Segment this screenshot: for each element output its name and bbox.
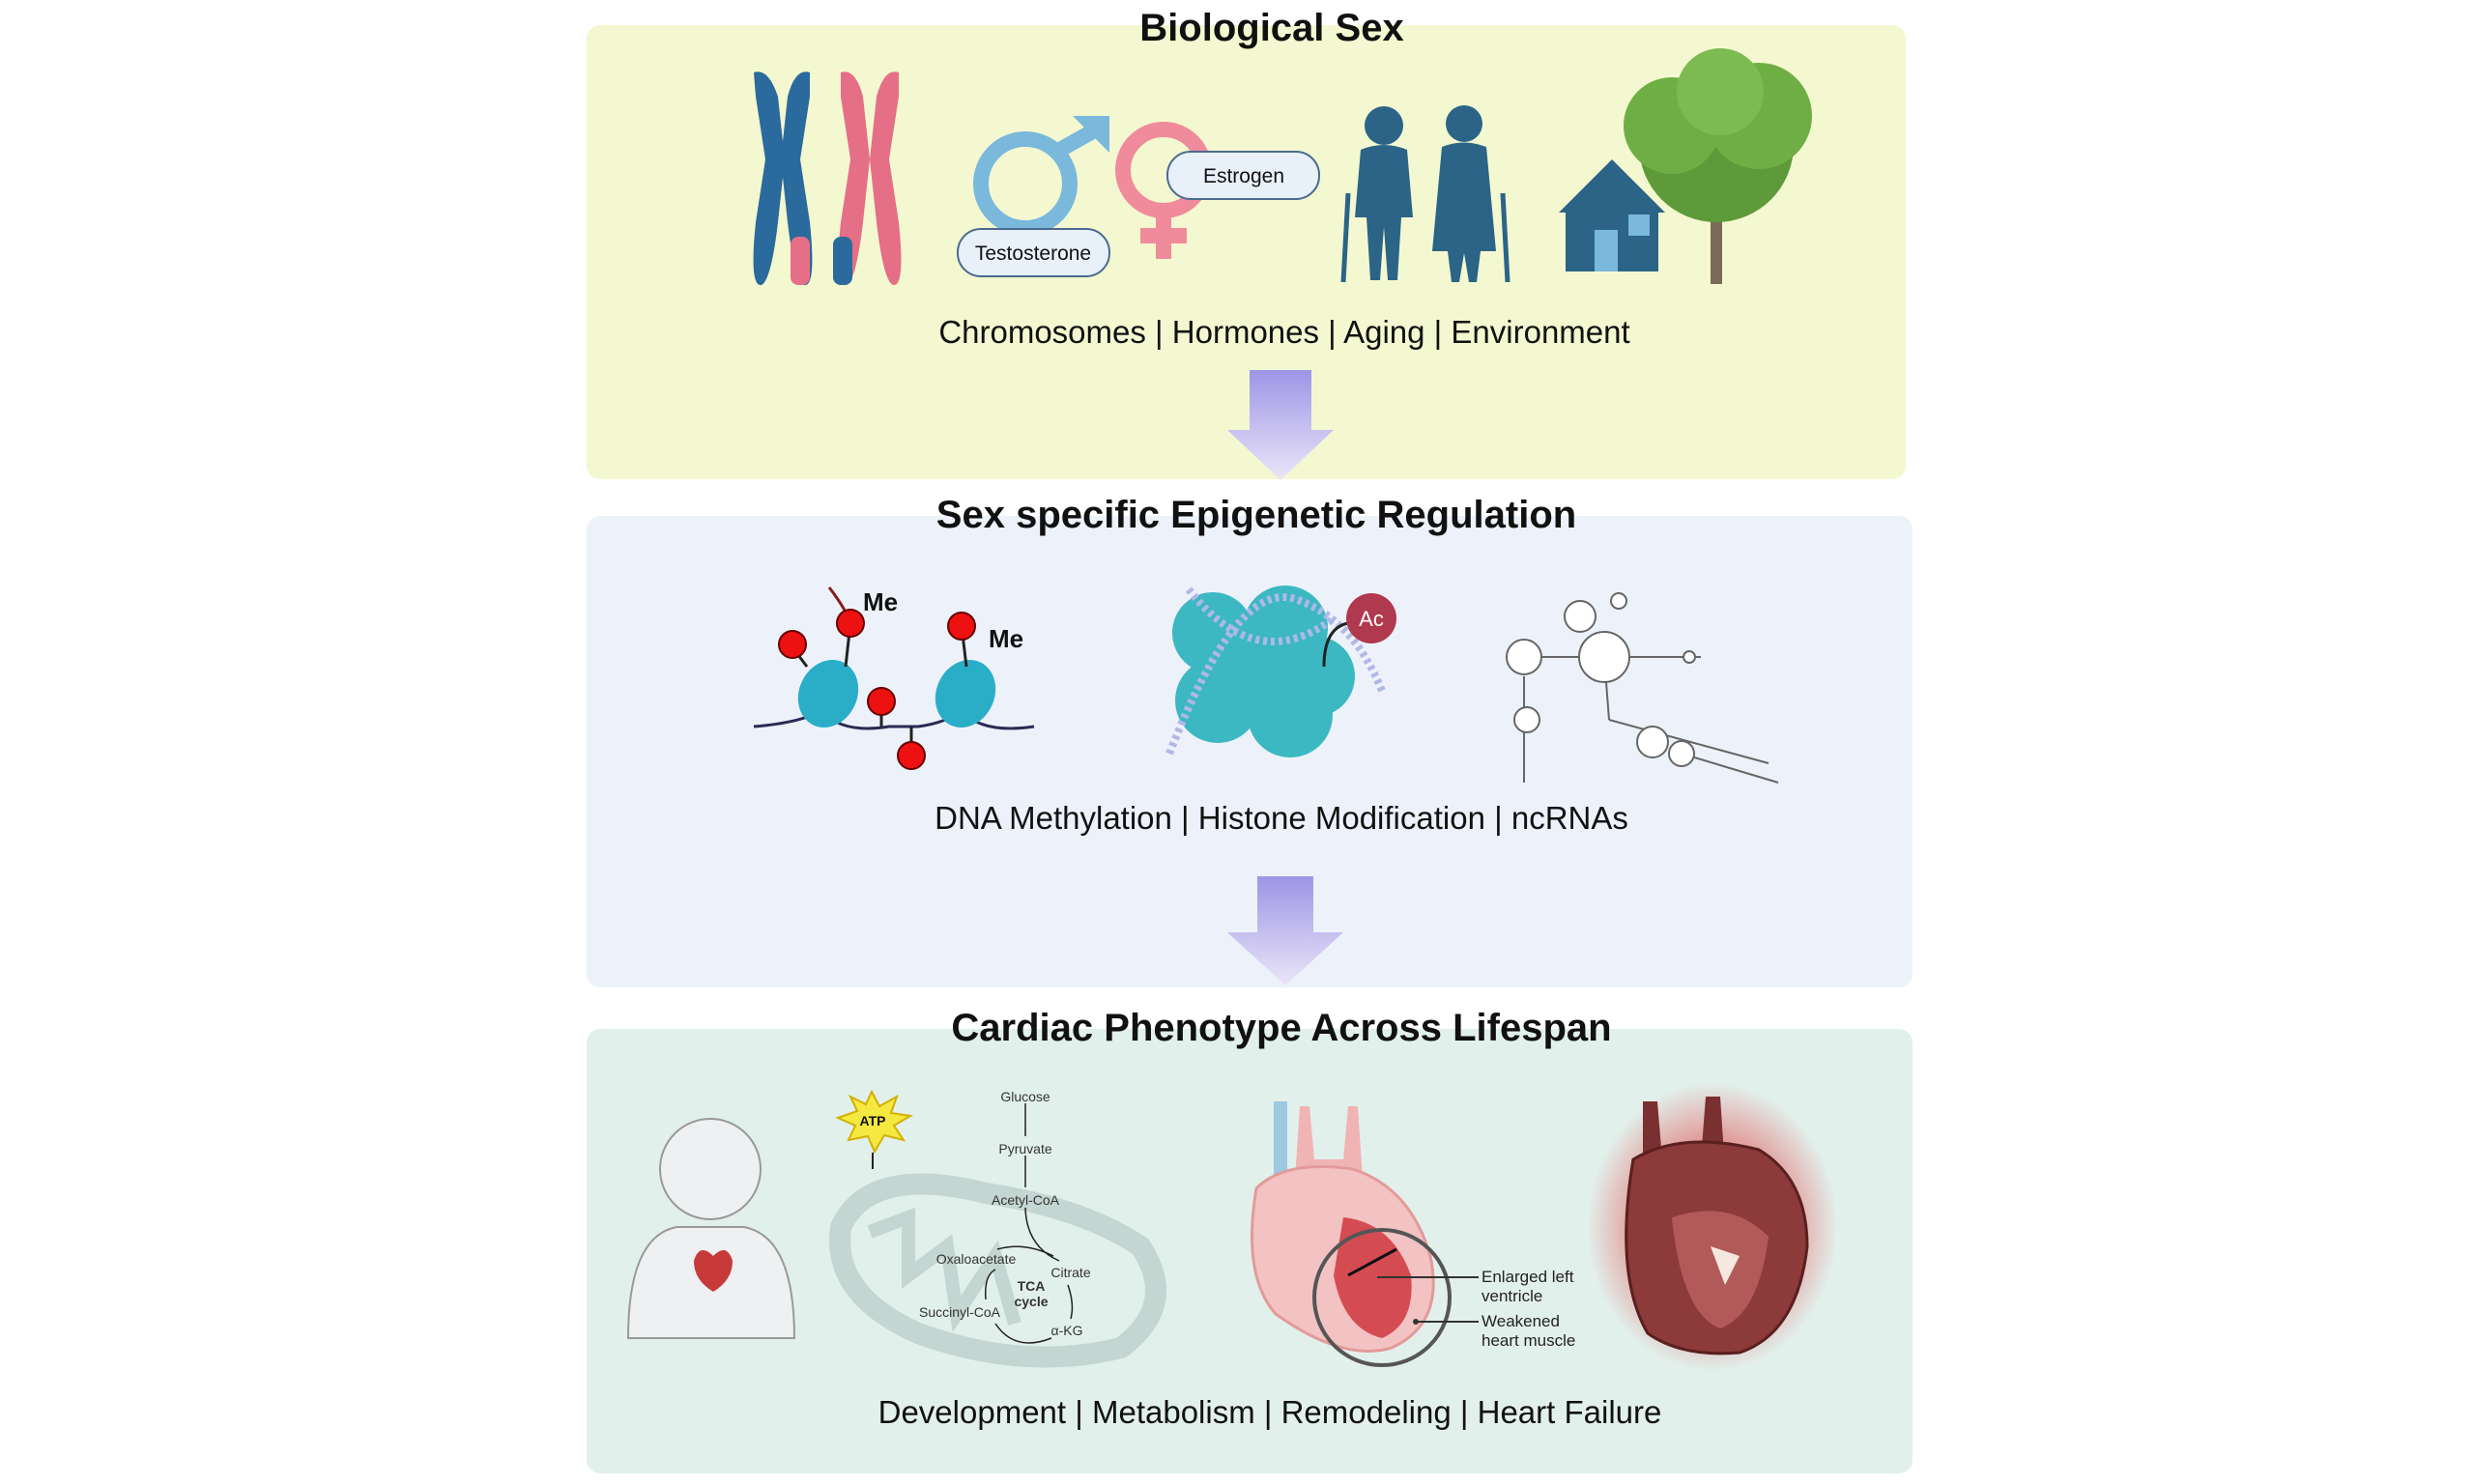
panel-cardiac-phenotype: Cardiac Phenotype Across Lifespan ATP Gl… (587, 1007, 1913, 1473)
panel-background (587, 25, 1906, 479)
svg-text:Enlarged left: Enlarged left (1482, 1268, 1574, 1286)
down-arrow-icon (1227, 876, 1343, 985)
histone-modification-icon: Ac (1165, 585, 1396, 757)
svg-text:ATP: ATP (860, 1113, 886, 1128)
estrogen-pill: Estrogen (1166, 151, 1320, 200)
panel-title: Cardiac Phenotype Across Lifespan (951, 1007, 1611, 1049)
down-arrow-icon (1227, 370, 1334, 480)
svg-text:Me: Me (989, 624, 1023, 653)
panel-epigenetic-regulation: Sex specific Epigenetic Regulation Me Me (587, 494, 1913, 987)
panel-caption: Chromosomes | Hormones | Aging | Environ… (938, 314, 1629, 350)
svg-text:Weakened: Weakened (1482, 1312, 1560, 1330)
panel-title: Biological Sex (1139, 7, 1403, 49)
svg-text:Glucose: Glucose (1000, 1089, 1050, 1104)
panel-caption: Development | Metabolism | Remodeling | … (878, 1394, 1662, 1430)
baby-icon (626, 1118, 796, 1339)
svg-text:ventricle: ventricle (1482, 1287, 1542, 1305)
house-icon (1559, 159, 1665, 271)
svg-text:cycle: cycle (1014, 1294, 1048, 1309)
svg-text:Ac: Ac (1359, 607, 1384, 631)
mitochondria-icon (829, 1173, 1166, 1368)
failing-heart-icon (1587, 1082, 1838, 1372)
svg-text:Succinyl-CoA: Succinyl-CoA (919, 1304, 1001, 1320)
svg-text:Testosterone: Testosterone (975, 243, 1091, 265)
svg-text:Me: Me (863, 587, 898, 616)
atp-burst-icon: ATP (835, 1089, 913, 1169)
remodeled-heart-icon (1251, 1101, 1479, 1367)
tree-icon (1624, 48, 1812, 284)
testosterone-pill: Testosterone (957, 228, 1110, 277)
svg-text:Estrogen: Estrogen (1203, 165, 1284, 187)
panel-background (587, 516, 1913, 987)
panel-title: Sex specific Epigenetic Regulation (936, 494, 1576, 536)
chromosome-icon (753, 71, 902, 286)
svg-text:Oxaloacetate: Oxaloacetate (936, 1251, 1017, 1267)
svg-text:Acetyl-CoA: Acetyl-CoA (992, 1192, 1060, 1208)
panel-caption: DNA Methylation | Histone Modification |… (935, 800, 1628, 836)
svg-text:α-KG: α-KG (1051, 1323, 1083, 1338)
svg-text:Pyruvate: Pyruvate (998, 1141, 1051, 1156)
ncrna-icon (1506, 592, 1779, 784)
panel-background (587, 1029, 1913, 1473)
tca-cycle-diagram (984, 1103, 1074, 1344)
svg-text:Citrate: Citrate (1050, 1265, 1090, 1280)
dna-methylation-icon: Me Me (753, 586, 1035, 770)
elderly-couple-icon (1340, 105, 1510, 283)
svg-text:heart muscle: heart muscle (1482, 1331, 1575, 1350)
panel-biological-sex: Biological Sex Testosterone Estrogen (587, 7, 1906, 480)
svg-text:TCA: TCA (1018, 1278, 1046, 1294)
